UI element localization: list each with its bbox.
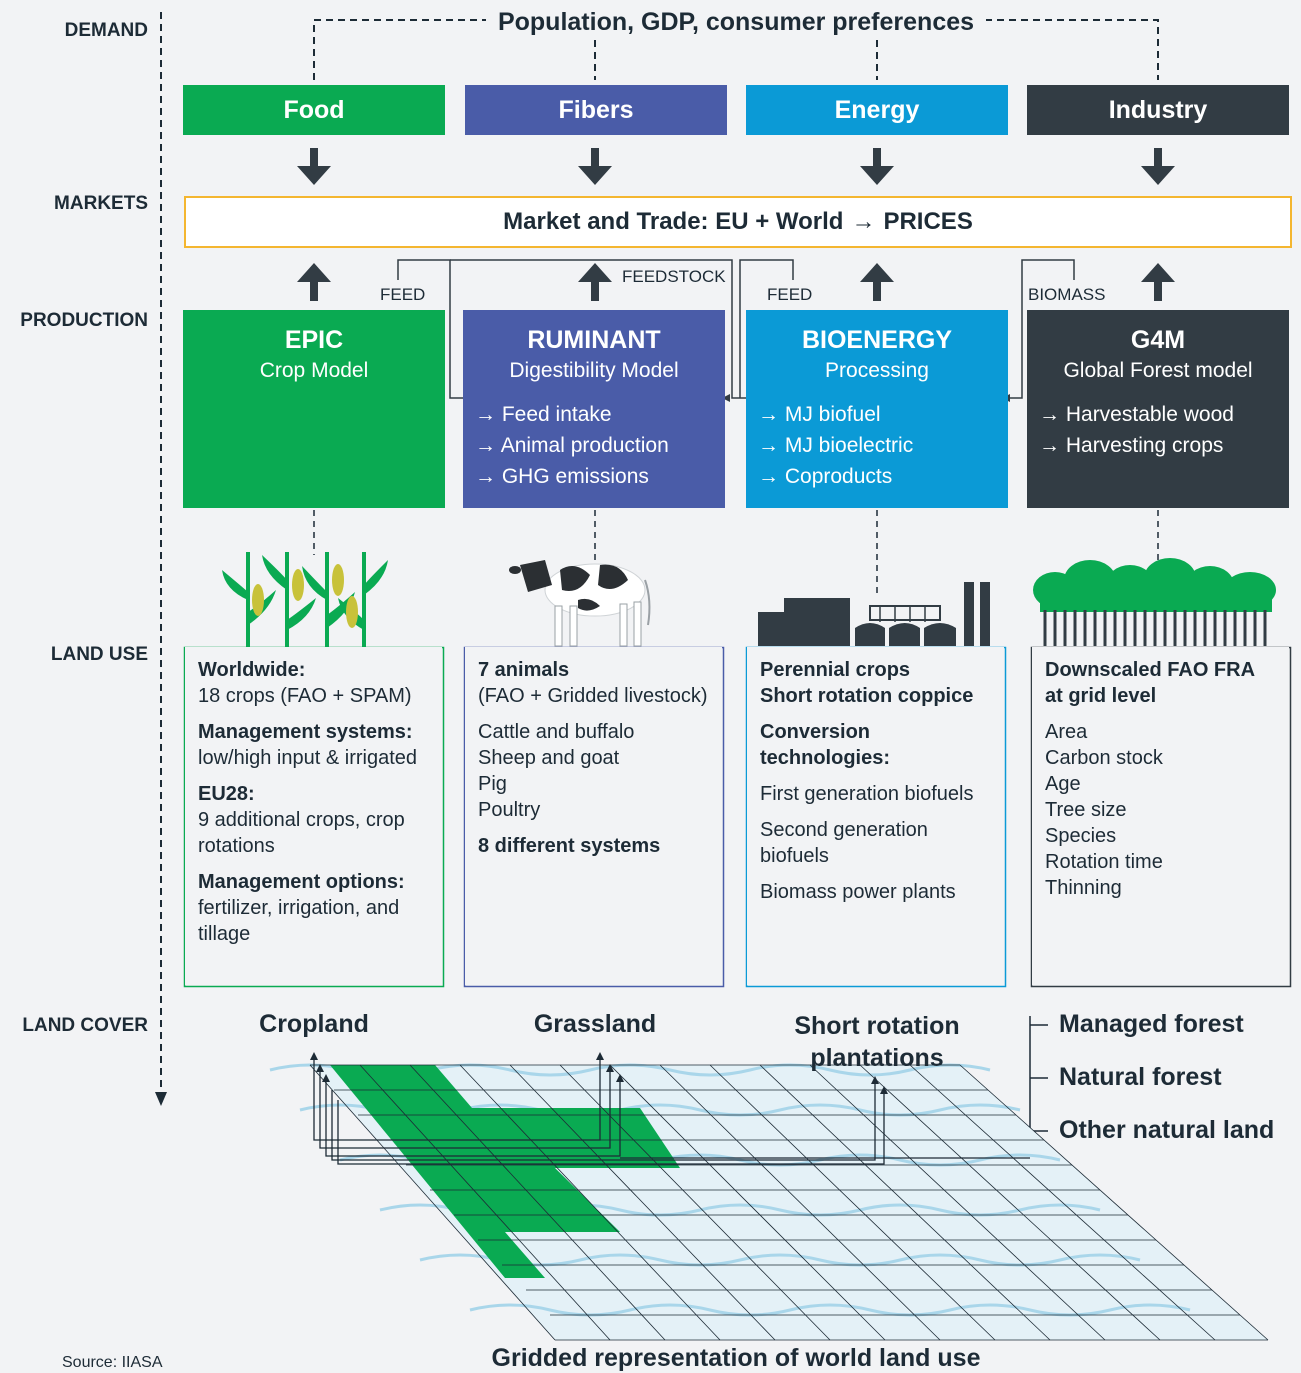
model-g4m: G4M Global Forest model Harvestable wood… [1027, 310, 1289, 508]
land-use-animals: 7 animals (FAO + Gridded livestock) Cattl… [465, 647, 722, 985]
crops-mgmt-text: low/high input & irrigated [198, 747, 418, 769]
market-prices: PRICES [883, 208, 973, 235]
demand-box-energy: Energy [746, 85, 1008, 135]
market-text: Market and Trade: EU + World [503, 208, 844, 235]
model-g4m-title: G4M [1130, 326, 1186, 354]
demand-drivers: Population, GDP, consumer preferences [486, 8, 986, 37]
model-ruminant: RUMINANT Digestibility Model Feed intake… [463, 310, 725, 508]
crops-worldwide-heading: Worldwide: [198, 659, 306, 681]
animals-heading: 7 animals [478, 659, 570, 681]
model-output-item: MJ bioelectric [758, 430, 1008, 461]
market-box: Market and Trade: EU + World → PRICES [184, 196, 1292, 248]
model-output-item: Harvesting crops [1039, 430, 1289, 461]
bio-heading-2: Short rotation coppice [760, 685, 974, 707]
model-output-item: Animal production [475, 430, 725, 461]
model-g4m-subtitle: Global Forest model [1063, 359, 1253, 382]
flow-label-feed-1: FEED [380, 285, 426, 304]
model-bioenergy-title: BIOENERGY [801, 326, 953, 354]
demand-box-industry: Industry [1027, 85, 1289, 135]
forest-list-item: Thinning [1045, 877, 1122, 899]
down-arrow-industry [1141, 148, 1175, 185]
up-arrow-ruminant [578, 263, 612, 301]
row-label-markets: MARKETS [54, 193, 148, 214]
row-label-land-use: LAND USE [50, 644, 148, 665]
forest-list-item: Carbon stock [1045, 747, 1163, 769]
model-output-item: Coproducts [758, 461, 1008, 492]
forest-list-item: Age [1045, 773, 1081, 795]
down-arrow-energy [860, 148, 894, 185]
bio-heading-1: Perennial crops [760, 659, 911, 681]
model-output-item: Harvestable wood [1039, 399, 1289, 430]
crops-options-heading: Management options: [198, 871, 405, 893]
land-grid [269, 1063, 1269, 1341]
animals-sub: (FAO + Gridded livestock) [478, 685, 708, 707]
forest-list-item: Species [1045, 825, 1117, 847]
animals-list-item: Sheep and goat [478, 747, 620, 769]
corn-illustration [222, 552, 388, 648]
demand-box-fibers: Fibers [465, 85, 727, 135]
flow-label-feed-2: FEED [767, 285, 813, 304]
crops-eu-text: 9 additional crops, crop rotations [198, 809, 405, 857]
forest-list-item: Tree size [1045, 799, 1127, 821]
up-arrow-bioenergy [860, 263, 894, 301]
row-label-demand: DEMAND [64, 20, 148, 41]
crops-worldwide-text: 18 crops (FAO + SPAM) [198, 685, 412, 707]
model-output-item: GHG emissions [475, 461, 725, 492]
model-output-item: MJ biofuel [758, 399, 1008, 430]
forest-illustration [1033, 558, 1276, 646]
row-label-production: PRODUCTION [20, 310, 148, 331]
crops-eu-heading: EU28: [198, 783, 255, 805]
bio-list-item: Biomass power plants [760, 881, 956, 903]
row-label-land-cover: LAND COVER [22, 1015, 148, 1036]
market-arrow: → [851, 208, 876, 235]
land-cover-grassland: Grassland [533, 1010, 657, 1038]
model-epic-title: EPIC [284, 326, 344, 354]
animals-list-item: Pig [478, 773, 507, 795]
forest-list-item: Area [1045, 721, 1088, 743]
land-cover-managed-forest: Managed forest [1059, 1010, 1244, 1038]
land-use-crops: Worldwide: 18 crops (FAO + SPAM) Manageme… [185, 647, 442, 985]
bio-list-item: First generation biofuels [760, 783, 974, 805]
source-note: Source: IIASA [62, 1354, 163, 1371]
model-ruminant-title: RUMINANT [527, 326, 661, 354]
crops-mgmt-heading: Management systems: [198, 721, 413, 743]
bio-list-item: Second generation biofuels [760, 819, 928, 867]
down-arrow-fibers [578, 148, 612, 185]
bioenergy-plant-illustration [758, 582, 990, 646]
land-use-forest: Downscaled FAO FRA at grid level Area Ca… [1032, 647, 1289, 985]
bio-conversion-heading: Conversion technologies: [760, 721, 891, 769]
animals-list-item: Poultry [478, 799, 541, 821]
model-ruminant-subtitle: Digestibility Model [509, 359, 679, 382]
land-cover-natural-forest: Natural forest [1059, 1063, 1222, 1091]
animals-systems: 8 different systems [478, 835, 661, 857]
forest-list-item: Rotation time [1045, 851, 1163, 873]
model-bioenergy-outputs: MJ biofuel MJ bioelectric Coproducts [746, 399, 1008, 492]
land-cover-short-rotation: Short rotation plantations [794, 1012, 960, 1072]
land-cover-other-natural: Other natural land [1059, 1116, 1275, 1144]
down-arrow-food [297, 148, 331, 185]
flow-label-biomass: BIOMASS [1028, 285, 1106, 304]
model-ruminant-outputs: Feed intake Animal production GHG emissi… [463, 399, 725, 492]
model-bioenergy: BIOENERGY Processing MJ biofuel MJ bioel… [746, 310, 1008, 508]
up-arrow-epic [297, 263, 331, 301]
model-epic-subtitle: Crop Model [259, 359, 369, 382]
demand-box-food: Food [183, 85, 445, 135]
model-g4m-outputs: Harvestable wood Harvesting crops [1027, 399, 1289, 461]
cow-illustration [509, 560, 651, 647]
model-bioenergy-subtitle: Processing [825, 359, 929, 382]
forest-heading: Downscaled FAO FRA at grid level [1045, 659, 1255, 707]
up-arrow-g4m [1141, 263, 1175, 301]
flow-label-feedstock: FEEDSTOCK [622, 267, 726, 286]
model-epic: EPIC Crop Model [183, 310, 445, 508]
grid-caption: Gridded representation of world land use [491, 1344, 981, 1372]
crops-options-text: fertilizer, irrigation, and tillage [198, 897, 400, 945]
model-output-item: Feed intake [475, 399, 725, 430]
animals-list-item: Cattle and buffalo [478, 721, 635, 743]
land-cover-cropland: Cropland [259, 1010, 369, 1038]
